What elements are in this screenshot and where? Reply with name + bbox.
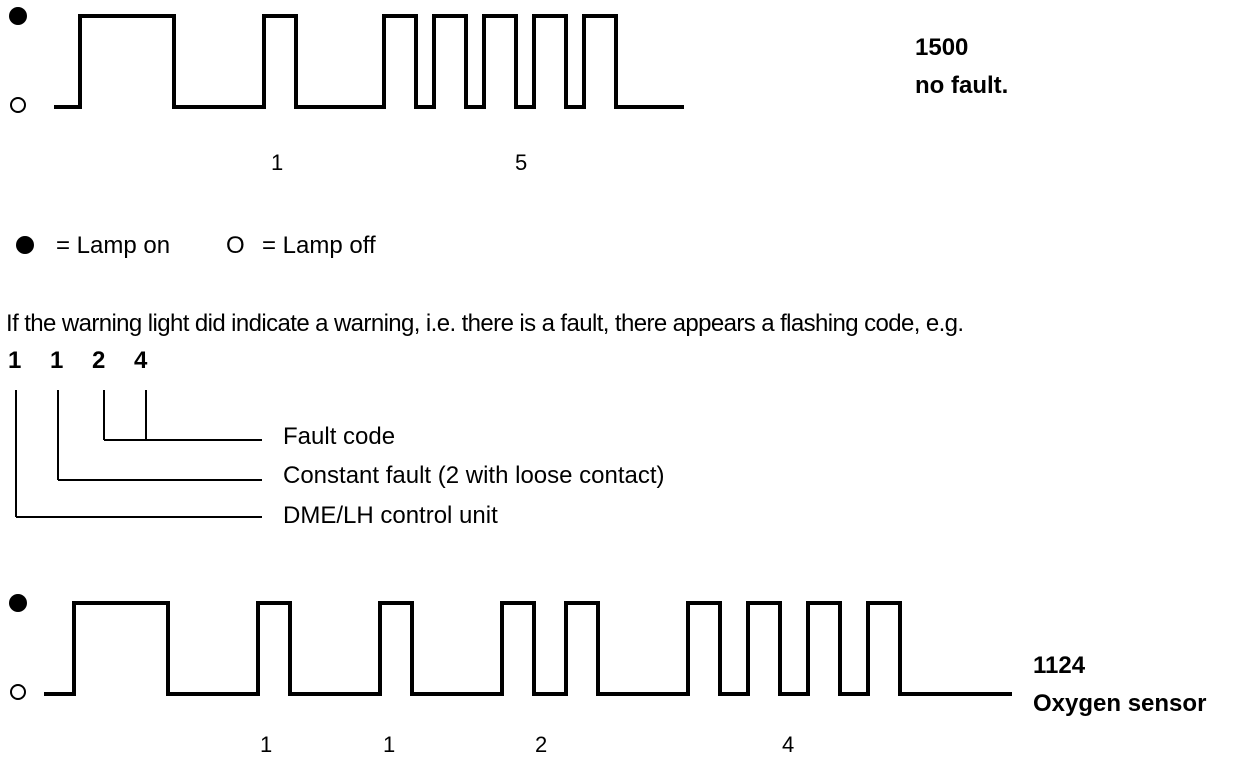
example-code-digit-1: 1 <box>8 347 22 374</box>
top-code-number: 1500 <box>915 34 969 61</box>
label-fault-code: Fault code <box>283 423 396 450</box>
label-control-unit: DME/LH control unit <box>283 502 498 529</box>
code-breakdown-brackets <box>15 390 262 518</box>
bottom-waveform-line <box>44 601 1012 696</box>
lamp-off-symbol-top <box>10 97 26 113</box>
lamp-off-symbol-bottom <box>10 684 26 700</box>
bottom-code-number: 1124 <box>1033 652 1086 679</box>
legend-lamp-on-symbol <box>16 236 34 254</box>
lamp-on-symbol-bottom <box>9 594 27 612</box>
top-waveform-line <box>54 14 684 109</box>
legend-lamp-off-label: = Lamp off <box>262 232 376 259</box>
top-digit-label-2: 5 <box>515 150 528 175</box>
label-constant-fault: Constant fault (2 with loose contact) <box>283 462 665 489</box>
legend-lamp-on-label: = Lamp on <box>56 232 171 259</box>
legend-lamp-off-symbol: O <box>226 232 245 259</box>
example-code-digit-2: 1 <box>50 347 64 374</box>
top-code-description: no fault. <box>915 72 1009 99</box>
bottom-digit-label-2: 1 <box>383 732 396 757</box>
example-code-digit-4: 4 <box>134 347 148 374</box>
lamp-on-symbol-top <box>9 7 27 25</box>
bottom-digit-label-3: 2 <box>535 732 548 757</box>
bottom-digit-label-4: 4 <box>782 732 795 757</box>
bottom-digit-label-1: 1 <box>260 732 273 757</box>
bottom-code-description: Oxygen sensor <box>1033 690 1207 717</box>
top-digit-label-1: 1 <box>271 150 284 175</box>
explanation-text: If the warning light did indicate a warn… <box>6 310 964 337</box>
example-code-digit-3: 2 <box>92 347 106 374</box>
